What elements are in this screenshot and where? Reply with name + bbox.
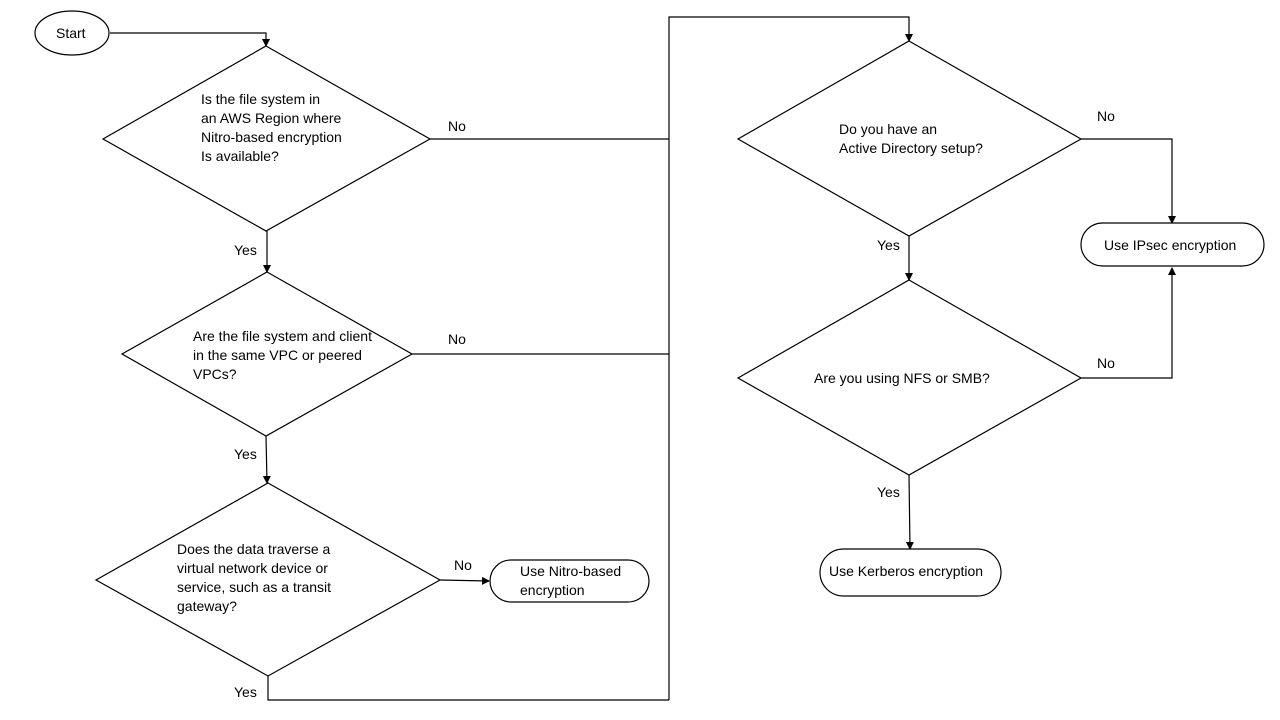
- edge-label-ad-yes: Yes: [877, 237, 900, 253]
- decision-traverse: [94, 482, 442, 677]
- edge-label-traverse-no: No: [454, 557, 472, 573]
- connector-traverse-yes: [267, 676, 669, 701]
- connector-ad-no: [1081, 138, 1176, 224]
- decision-nfs-text: Are you using NFS or SMB?: [814, 370, 990, 386]
- edge-label-vpc-yes: Yes: [234, 446, 257, 462]
- connector-start-to-region: [110, 32, 270, 47]
- terminator-use-nitro-text: Use Nitro-based encryption: [520, 563, 625, 598]
- connectors: [110, 16, 1176, 701]
- connector-vpc-yes: [262, 435, 271, 484]
- shapes: [34, 10, 1265, 677]
- connector-nfs-yes: [905, 474, 914, 550]
- edge-label-ad-no: No: [1097, 108, 1115, 124]
- node-texts: Start Is the file system in an AWS Regio…: [56, 25, 1236, 614]
- connector-merge-to-ad: [668, 16, 913, 700]
- edge-label-nfs-yes: Yes: [877, 484, 900, 500]
- terminator-use-kerberos: [819, 548, 1002, 597]
- edge-label-region-no: No: [448, 118, 466, 134]
- edge-label-nfs-no: No: [1097, 355, 1115, 371]
- edge-label-region-yes: Yes: [234, 242, 257, 258]
- terminator-use-ipsec-text: Use IPsec encryption: [1104, 237, 1236, 253]
- start-terminator: [34, 10, 110, 56]
- edge-label-traverse-yes: Yes: [234, 684, 257, 700]
- start-label: Start: [56, 25, 86, 41]
- connector-nfs-no: [1081, 267, 1176, 379]
- decision-vpc: [120, 271, 414, 437]
- decision-vpc-text: Are the file system and client in the sa…: [193, 328, 376, 382]
- terminator-use-kerberos-text: Use Kerberos encryption: [829, 563, 983, 579]
- decision-ad-text: Do you have an Active Directory setup?: [839, 121, 983, 156]
- decision-region: [101, 45, 432, 232]
- decision-traverse-text: Does the data traverse a virtual network…: [177, 541, 335, 614]
- connector-traverse-no: [439, 576, 490, 585]
- terminator-use-nitro: [489, 559, 650, 603]
- edge-label-vpc-no: No: [448, 331, 466, 347]
- decision-region-text: Is the file system in an AWS Region wher…: [201, 91, 346, 164]
- decision-ad: [736, 40, 1083, 237]
- terminator-use-ipsec: [1080, 222, 1265, 267]
- decision-nfs: [736, 279, 1083, 476]
- edge-labels: No Yes No Yes No Yes No Yes No Yes: [234, 108, 1115, 700]
